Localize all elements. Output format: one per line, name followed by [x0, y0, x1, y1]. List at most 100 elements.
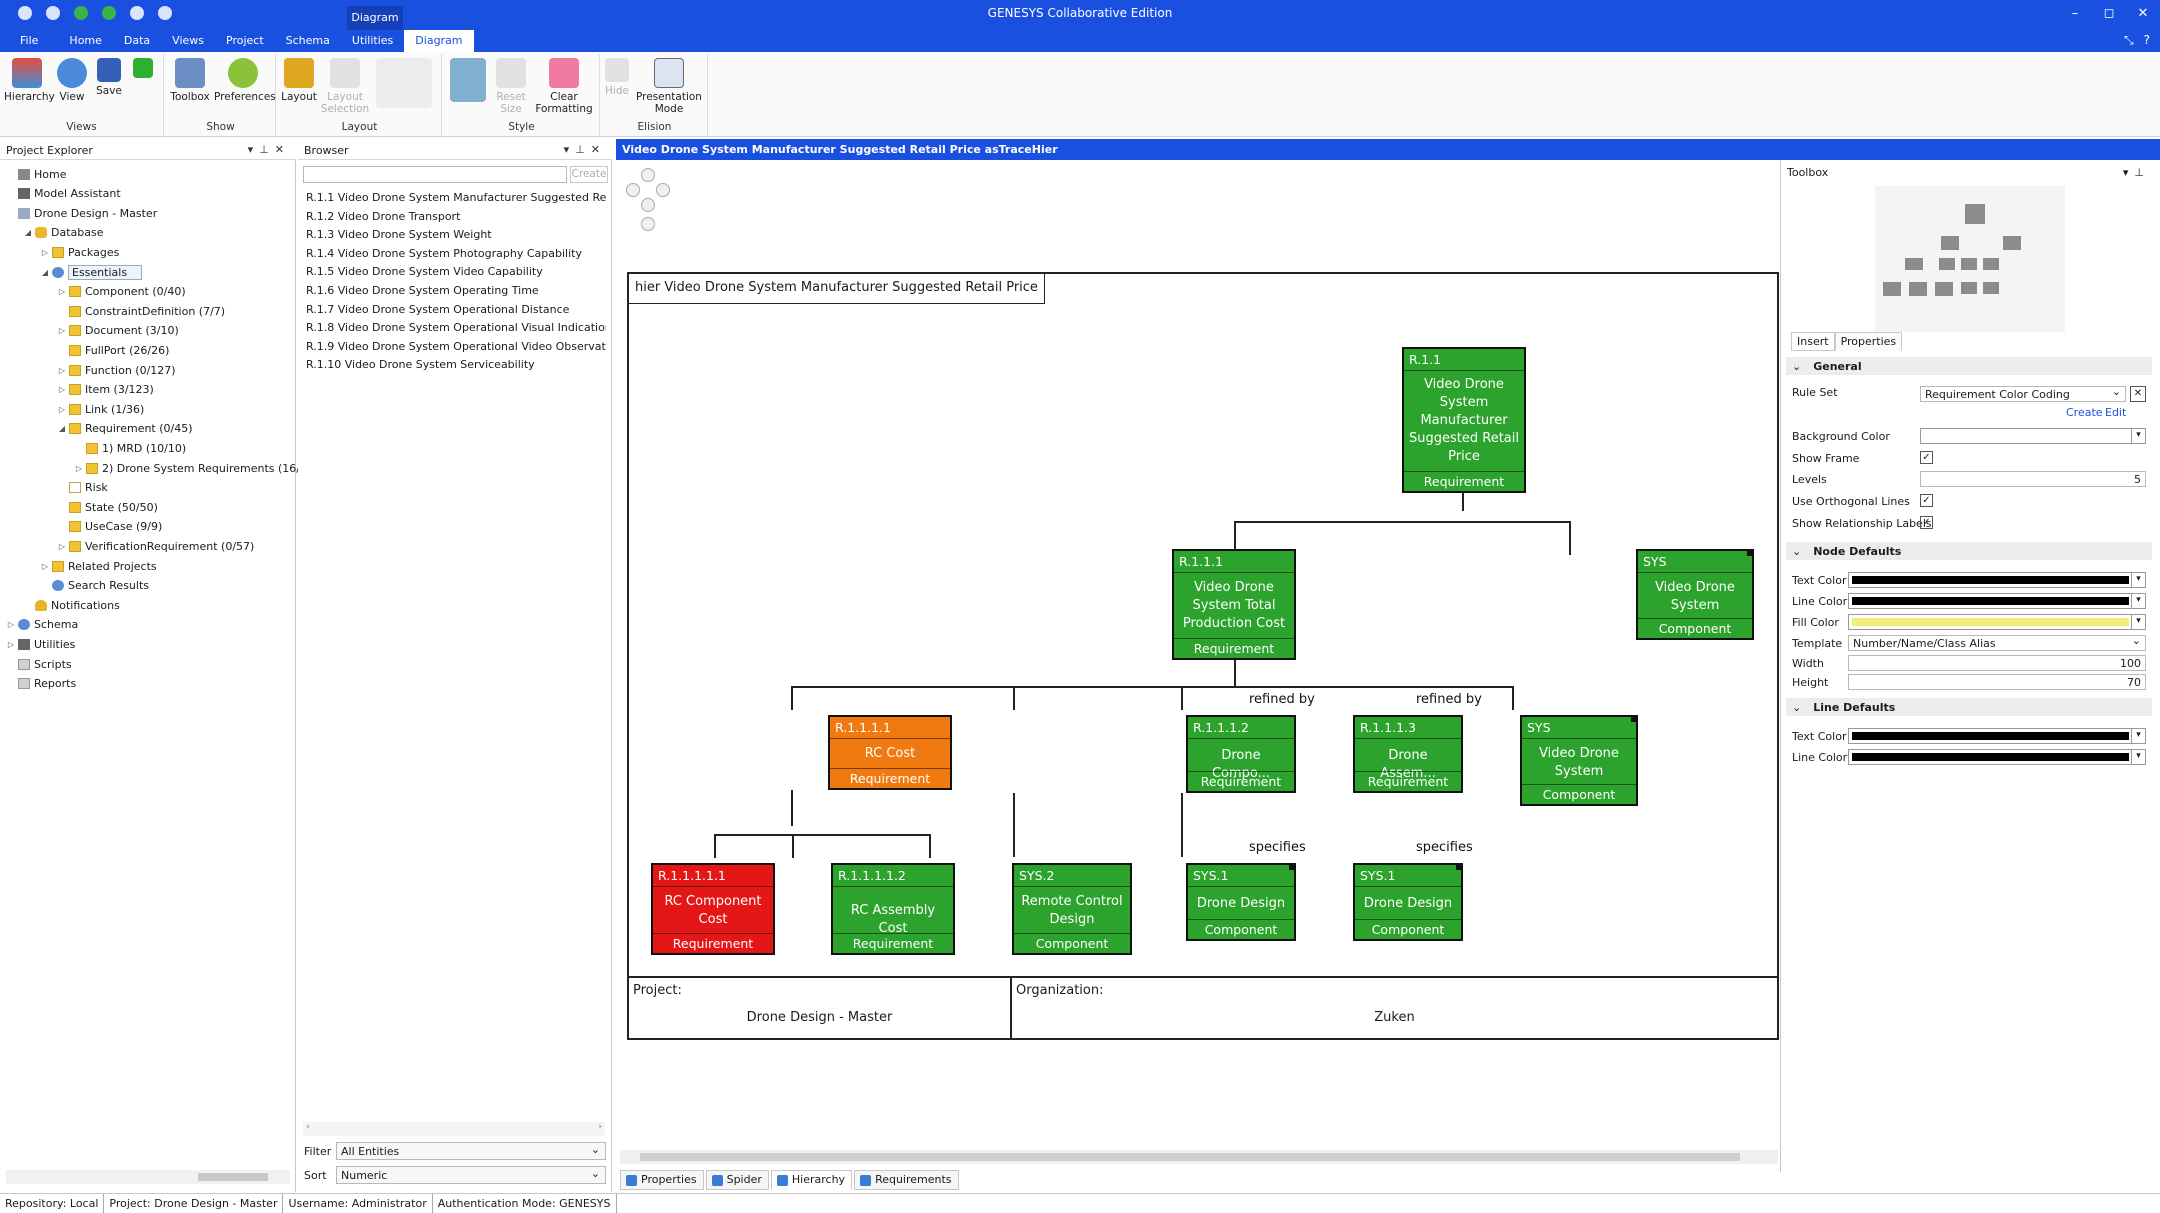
tree-item[interactable]: ▷Link (1/36): [57, 400, 144, 418]
tab-data[interactable]: Data: [123, 34, 151, 47]
scrollbar-thumb[interactable]: [198, 1173, 268, 1181]
show-frame-checkbox[interactable]: ✓: [1920, 451, 1933, 464]
tree-item[interactable]: Scripts: [6, 655, 72, 673]
rule-set-select[interactable]: Requirement Color Coding: [1920, 385, 2126, 402]
tree-item[interactable]: Drone Design - Master: [6, 204, 157, 222]
expand-toggle-icon[interactable]: ▷: [58, 541, 66, 551]
help-icon[interactable]: ?: [2143, 33, 2150, 47]
tree-item[interactable]: ◢Database: [23, 224, 104, 242]
hierarchy-button[interactable]: Hierarchy: [4, 58, 55, 103]
view-button[interactable]: View: [54, 58, 90, 103]
print-icon[interactable]: [130, 6, 144, 20]
expand-toggle-icon[interactable]: ▷: [58, 287, 66, 297]
pan-left-icon[interactable]: [626, 183, 640, 197]
chevron-down-icon[interactable]: ▾: [2131, 729, 2145, 743]
expand-toggle-icon[interactable]: ▷: [7, 639, 15, 649]
diagram-node[interactable]: R.1.1.1.1.1 RC Component Cost Requiremen…: [651, 863, 775, 955]
expand-toggle-icon[interactable]: ▷: [58, 404, 66, 414]
refresh-icon[interactable]: [74, 6, 88, 20]
diagram-horizontal-scrollbar[interactable]: [620, 1150, 1778, 1164]
maximize-button[interactable]: ◻: [2103, 6, 2115, 21]
template-select[interactable]: Number/Name/Class Alias: [1848, 634, 2146, 651]
section-node-defaults[interactable]: Node Defaults: [1786, 542, 2152, 560]
line-line-color-picker[interactable]: ▾: [1848, 749, 2146, 765]
tree-item[interactable]: FullPort (26/26): [57, 341, 169, 359]
tree-item[interactable]: 1) MRD (10/10): [74, 439, 186, 457]
hide-button[interactable]: Hide: [602, 58, 632, 97]
tree-item[interactable]: ▷Related Projects: [40, 557, 157, 575]
create-button[interactable]: Create: [570, 166, 608, 183]
tree-item[interactable]: ConstraintDefinition (7/7): [57, 302, 225, 320]
reset-size-button[interactable]: Reset Size: [494, 58, 528, 115]
node-fill-color-picker[interactable]: ▾: [1848, 614, 2146, 630]
tab-project[interactable]: Project: [226, 34, 264, 47]
browser-list-item[interactable]: R.1.6 Video Drone System Operating Time: [306, 284, 539, 297]
tree-item[interactable]: ◢Essentials: [40, 263, 143, 281]
expand-toggle-icon[interactable]: ◢: [58, 424, 66, 434]
expand-toggle-icon[interactable]: ▷: [41, 247, 49, 257]
levels-input[interactable]: 5: [1920, 471, 2146, 487]
tree-item[interactable]: ▷Item (3/123): [57, 381, 154, 399]
close-button[interactable]: ✕: [2137, 6, 2149, 21]
expand-toggle-icon[interactable]: ◢: [41, 267, 49, 277]
tree-item[interactable]: Model Assistant: [6, 185, 121, 203]
diagram-tab-header[interactable]: Video Drone System Manufacturer Suggeste…: [616, 139, 2160, 160]
height-input[interactable]: 70: [1848, 674, 2146, 690]
diagram-node[interactable]: SYS.1 Drone Design Component: [1353, 863, 1463, 941]
tree-item[interactable]: ▷Schema: [6, 616, 78, 634]
chevron-down-icon[interactable]: ▾: [2131, 750, 2145, 764]
diagram-node[interactable]: SYS Video Drone System Component: [1520, 715, 1638, 806]
filter-select[interactable]: All Entities: [336, 1142, 606, 1160]
tree-item[interactable]: UseCase (9/9): [57, 518, 162, 536]
browser-list-item[interactable]: R.1.9 Video Drone System Operational Vid…: [306, 339, 606, 353]
tab-requirements[interactable]: Requirements: [854, 1170, 959, 1190]
width-input[interactable]: 100: [1848, 655, 2146, 671]
panel-pin-close-icons[interactable]: ▾⊥✕: [247, 143, 290, 156]
expand-toggle-icon[interactable]: ▷: [58, 365, 66, 375]
tab-insert[interactable]: Insert: [1791, 332, 1835, 351]
tree-item[interactable]: ▷Utilities: [6, 635, 75, 653]
horizontal-scrollbar[interactable]: [6, 1170, 290, 1184]
browser-list-item[interactable]: R.1.3 Video Drone System Weight: [306, 228, 492, 242]
section-line-defaults[interactable]: Line Defaults: [1786, 698, 2152, 716]
browser-list-item[interactable]: R.1.2 Video Drone Transport: [306, 209, 461, 223]
tab-utilities[interactable]: Utilities: [351, 34, 394, 47]
minimize-button[interactable]: –: [2071, 6, 2079, 21]
section-general[interactable]: General: [1786, 357, 2152, 375]
diagram-node[interactable]: SYS.2 Remote Control Design Component: [1012, 863, 1132, 955]
horizontal-scrollbar[interactable]: ‹›: [303, 1122, 605, 1136]
pan-up-icon[interactable]: [641, 168, 655, 182]
chevron-down-icon[interactable]: ▾: [2131, 615, 2145, 629]
browser-search-input[interactable]: [303, 166, 567, 183]
tree-item[interactable]: Reports: [6, 675, 76, 693]
tree-item[interactable]: Risk: [57, 479, 108, 497]
create-link[interactable]: Create: [2066, 406, 2103, 419]
expand-toggle-icon[interactable]: ▷: [58, 385, 66, 395]
tab-views[interactable]: Views: [172, 34, 205, 47]
layout-selection-button[interactable]: Layout Selection: [320, 58, 370, 115]
tab-spider[interactable]: Spider: [705, 1170, 769, 1190]
tree-item[interactable]: ▷Component (0/40): [57, 283, 186, 301]
tree-item[interactable]: Search Results: [40, 577, 149, 595]
diagram-node[interactable]: R.1.1.1.1 RC Cost Requirement: [828, 715, 952, 790]
tab-schema[interactable]: Schema: [285, 34, 330, 47]
node-line-color-picker[interactable]: ▾: [1848, 593, 2146, 609]
diagram-node[interactable]: R.1.1.1 Video Drone System Total Product…: [1172, 549, 1296, 660]
diagram-overview-minimap[interactable]: [1875, 186, 2065, 332]
browser-list-item[interactable]: R.1.4 Video Drone System Photography Cap…: [306, 246, 582, 260]
edit-link[interactable]: Edit: [2105, 406, 2127, 419]
align-buttons[interactable]: [374, 58, 434, 111]
tab-hierarchy[interactable]: Hierarchy: [770, 1170, 853, 1190]
info-icon[interactable]: [158, 6, 172, 20]
orthogonal-lines-checkbox[interactable]: ✓: [1920, 494, 1933, 507]
line-text-color-picker[interactable]: ▾: [1848, 728, 2146, 744]
tree-item[interactable]: State (50/50): [57, 498, 158, 516]
diagram-node[interactable]: SYS Video Drone System Component: [1636, 549, 1754, 640]
tree-item[interactable]: Notifications: [23, 596, 120, 614]
preferences-button[interactable]: Preferences: [214, 58, 276, 103]
diagram-node[interactable]: SYS.1 Drone Design Component: [1186, 863, 1296, 941]
browser-list-item[interactable]: R.1.5 Video Drone System Video Capabilit…: [306, 265, 543, 279]
pan-down-icon[interactable]: [641, 198, 655, 212]
tree-item[interactable]: ▷Function (0/127): [57, 361, 176, 379]
tree-item[interactable]: Home: [6, 165, 66, 183]
